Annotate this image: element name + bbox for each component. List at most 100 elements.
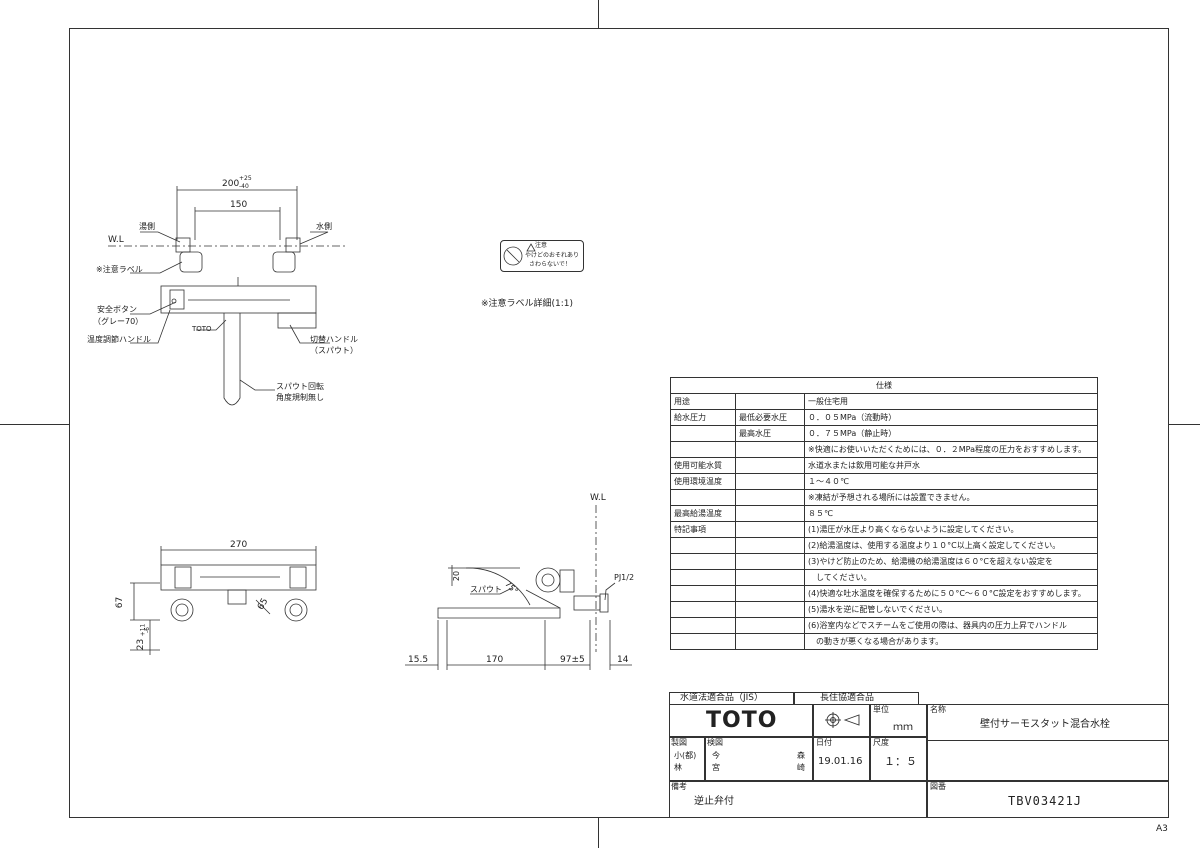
spec-row: (4)快適な吐水温度を確保するために５０°C～６０°C設定をおすすめします。 — [670, 585, 1098, 602]
spec-category — [670, 569, 736, 586]
center-tick-right — [1169, 424, 1200, 425]
bottom-view — [130, 546, 317, 655]
spec-title: 仕様 — [670, 377, 1098, 394]
hot-side-label: 湯側 — [139, 222, 155, 231]
spec-row: 用途 一般住宅用 — [670, 393, 1098, 410]
spec-category — [670, 585, 736, 602]
spec-subcategory — [735, 537, 805, 554]
spout-label: スパウト — [470, 585, 502, 594]
spec-subcategory — [735, 601, 805, 618]
spec-subcategory — [735, 393, 805, 410]
spec-category: 給水圧力 — [670, 409, 736, 426]
spec-category — [670, 489, 736, 506]
spec-value: (4)快適な吐水温度を確保するために５０°C～６０°C設定をおすすめします。 — [804, 585, 1098, 602]
date-cell — [813, 737, 870, 781]
scale-cell — [870, 737, 927, 781]
spec-subcategory — [735, 617, 805, 634]
spec-category — [670, 601, 736, 618]
scale-value: １：５ — [884, 755, 917, 768]
dim-270: 270 — [230, 540, 248, 550]
brand-mark-callout: TOTO — [192, 325, 212, 333]
caution-label-detail: 注意 やけどのおそれあり さわらないで！ — [500, 240, 584, 272]
caution-symbol — [503, 243, 536, 266]
dim-200-tol-plus: +25 — [239, 175, 252, 182]
spec-value: (3)やけど防止のため、給湯機の給湯温度は６０°Cを超えない設定を — [804, 553, 1098, 570]
spec-subcategory — [735, 457, 805, 474]
drawn-cell — [669, 737, 705, 781]
jis-label: 水道法適合品（JIS） — [680, 693, 764, 703]
dim-23: 23 — [136, 638, 147, 651]
approved-b: 崎 — [797, 763, 805, 772]
checked-cell — [705, 737, 813, 781]
drawn-name-bottom: 林 — [674, 763, 682, 772]
spec-category — [670, 617, 736, 634]
paper-size: A3 — [1156, 824, 1168, 834]
cold-side-label: 水側 — [316, 222, 332, 231]
long-life-label: 長住協適合品 — [820, 693, 875, 703]
projection-cell — [813, 704, 870, 737]
date-label: 日付 — [816, 738, 832, 747]
spec-row: (2)給湯温度は、使用する温度より１０°C以上高く設定してください。 — [670, 537, 1098, 554]
spec-category: 使用可能水質 — [670, 457, 736, 474]
spec-subcategory: 最低必要水圧 — [735, 409, 805, 426]
spec-subcategory — [735, 553, 805, 570]
spec-subcategory — [735, 633, 805, 650]
caution-line1: やけどのおそれあり — [525, 252, 580, 259]
dim-150: 150 — [230, 200, 248, 210]
name-label: 名称 — [930, 705, 946, 714]
spec-value: ※凍結が予想される場所には設置できません。 — [804, 489, 1098, 506]
safety-button-color: （グレー70） — [93, 317, 144, 326]
spec-category — [670, 633, 736, 650]
name-cell — [927, 704, 1169, 781]
brand-cell — [669, 704, 813, 737]
caution-detail-caption: ※注意ラベル詳細(1:1) — [481, 299, 574, 309]
checked-b: 宮 — [712, 763, 720, 772]
dim-23-tol2: -6 — [143, 627, 151, 633]
spec-value: (2)給湯温度は、使用する温度より１０°C以上高く設定してください。 — [804, 537, 1098, 554]
drawing-frame — [69, 28, 1169, 818]
side-waterline-label: W.L — [590, 493, 606, 503]
drawing-no-cell — [927, 781, 1169, 818]
spec-row: 特記事項 (1)湯圧が水圧より高くならないように設定してください。 — [670, 521, 1098, 538]
brand-logo: TOTO — [706, 708, 778, 733]
safety-button-label: 安全ボタン — [97, 305, 137, 314]
dim-170: 170 — [486, 655, 504, 665]
caution-label-callout: ※注意ラベル — [96, 265, 143, 274]
dim-200: 200 — [222, 179, 240, 189]
spec-subcategory — [735, 505, 805, 522]
spec-category — [670, 425, 736, 442]
dim-200-tol-minus: -40 — [239, 183, 249, 190]
drawing-no-label: 図番 — [930, 782, 946, 791]
spec-value: (1)湯圧が水圧より高くならないように設定してください。 — [804, 521, 1098, 538]
drawing-no-value: TBV03421J — [1008, 794, 1083, 808]
spec-subcategory — [735, 441, 805, 458]
checked-a: 今 — [712, 751, 720, 760]
spec-category: 用途 — [670, 393, 736, 410]
switch-handle-label: 切替ハンドル — [310, 335, 358, 344]
approved-a: 森 — [797, 751, 805, 760]
spec-value: 一般住宅用 — [804, 393, 1098, 410]
checked-label: 検図 — [707, 738, 723, 747]
spec-row: してください。 — [670, 569, 1098, 586]
name-divider — [927, 740, 1169, 741]
spec-category — [670, 441, 736, 458]
spec-subcategory — [735, 489, 805, 506]
waterline-label: W.L — [108, 235, 124, 245]
spec-subcategory — [735, 473, 805, 490]
spec-category — [670, 537, 736, 554]
spout-rotation-sub: 角度規制無し — [276, 393, 324, 402]
spec-subcategory — [735, 569, 805, 586]
spec-title-row: 仕様 — [670, 377, 1098, 394]
spec-row: (6)浴室内などでスチームをご使用の際は、器具内の圧力上昇でハンドル — [670, 617, 1098, 634]
spec-row: ※快適にお使いいただくためには、０．２MPa程度の圧力をおすすめします。 — [670, 441, 1098, 458]
spec-category: 特記事項 — [670, 521, 736, 538]
remarks-value: 逆止弁付 — [694, 796, 734, 807]
spec-value: １～４０℃ — [804, 473, 1098, 490]
unit-label: 単位 — [873, 705, 889, 714]
temp-handle-label: 温度調節ハンドル — [87, 335, 151, 344]
